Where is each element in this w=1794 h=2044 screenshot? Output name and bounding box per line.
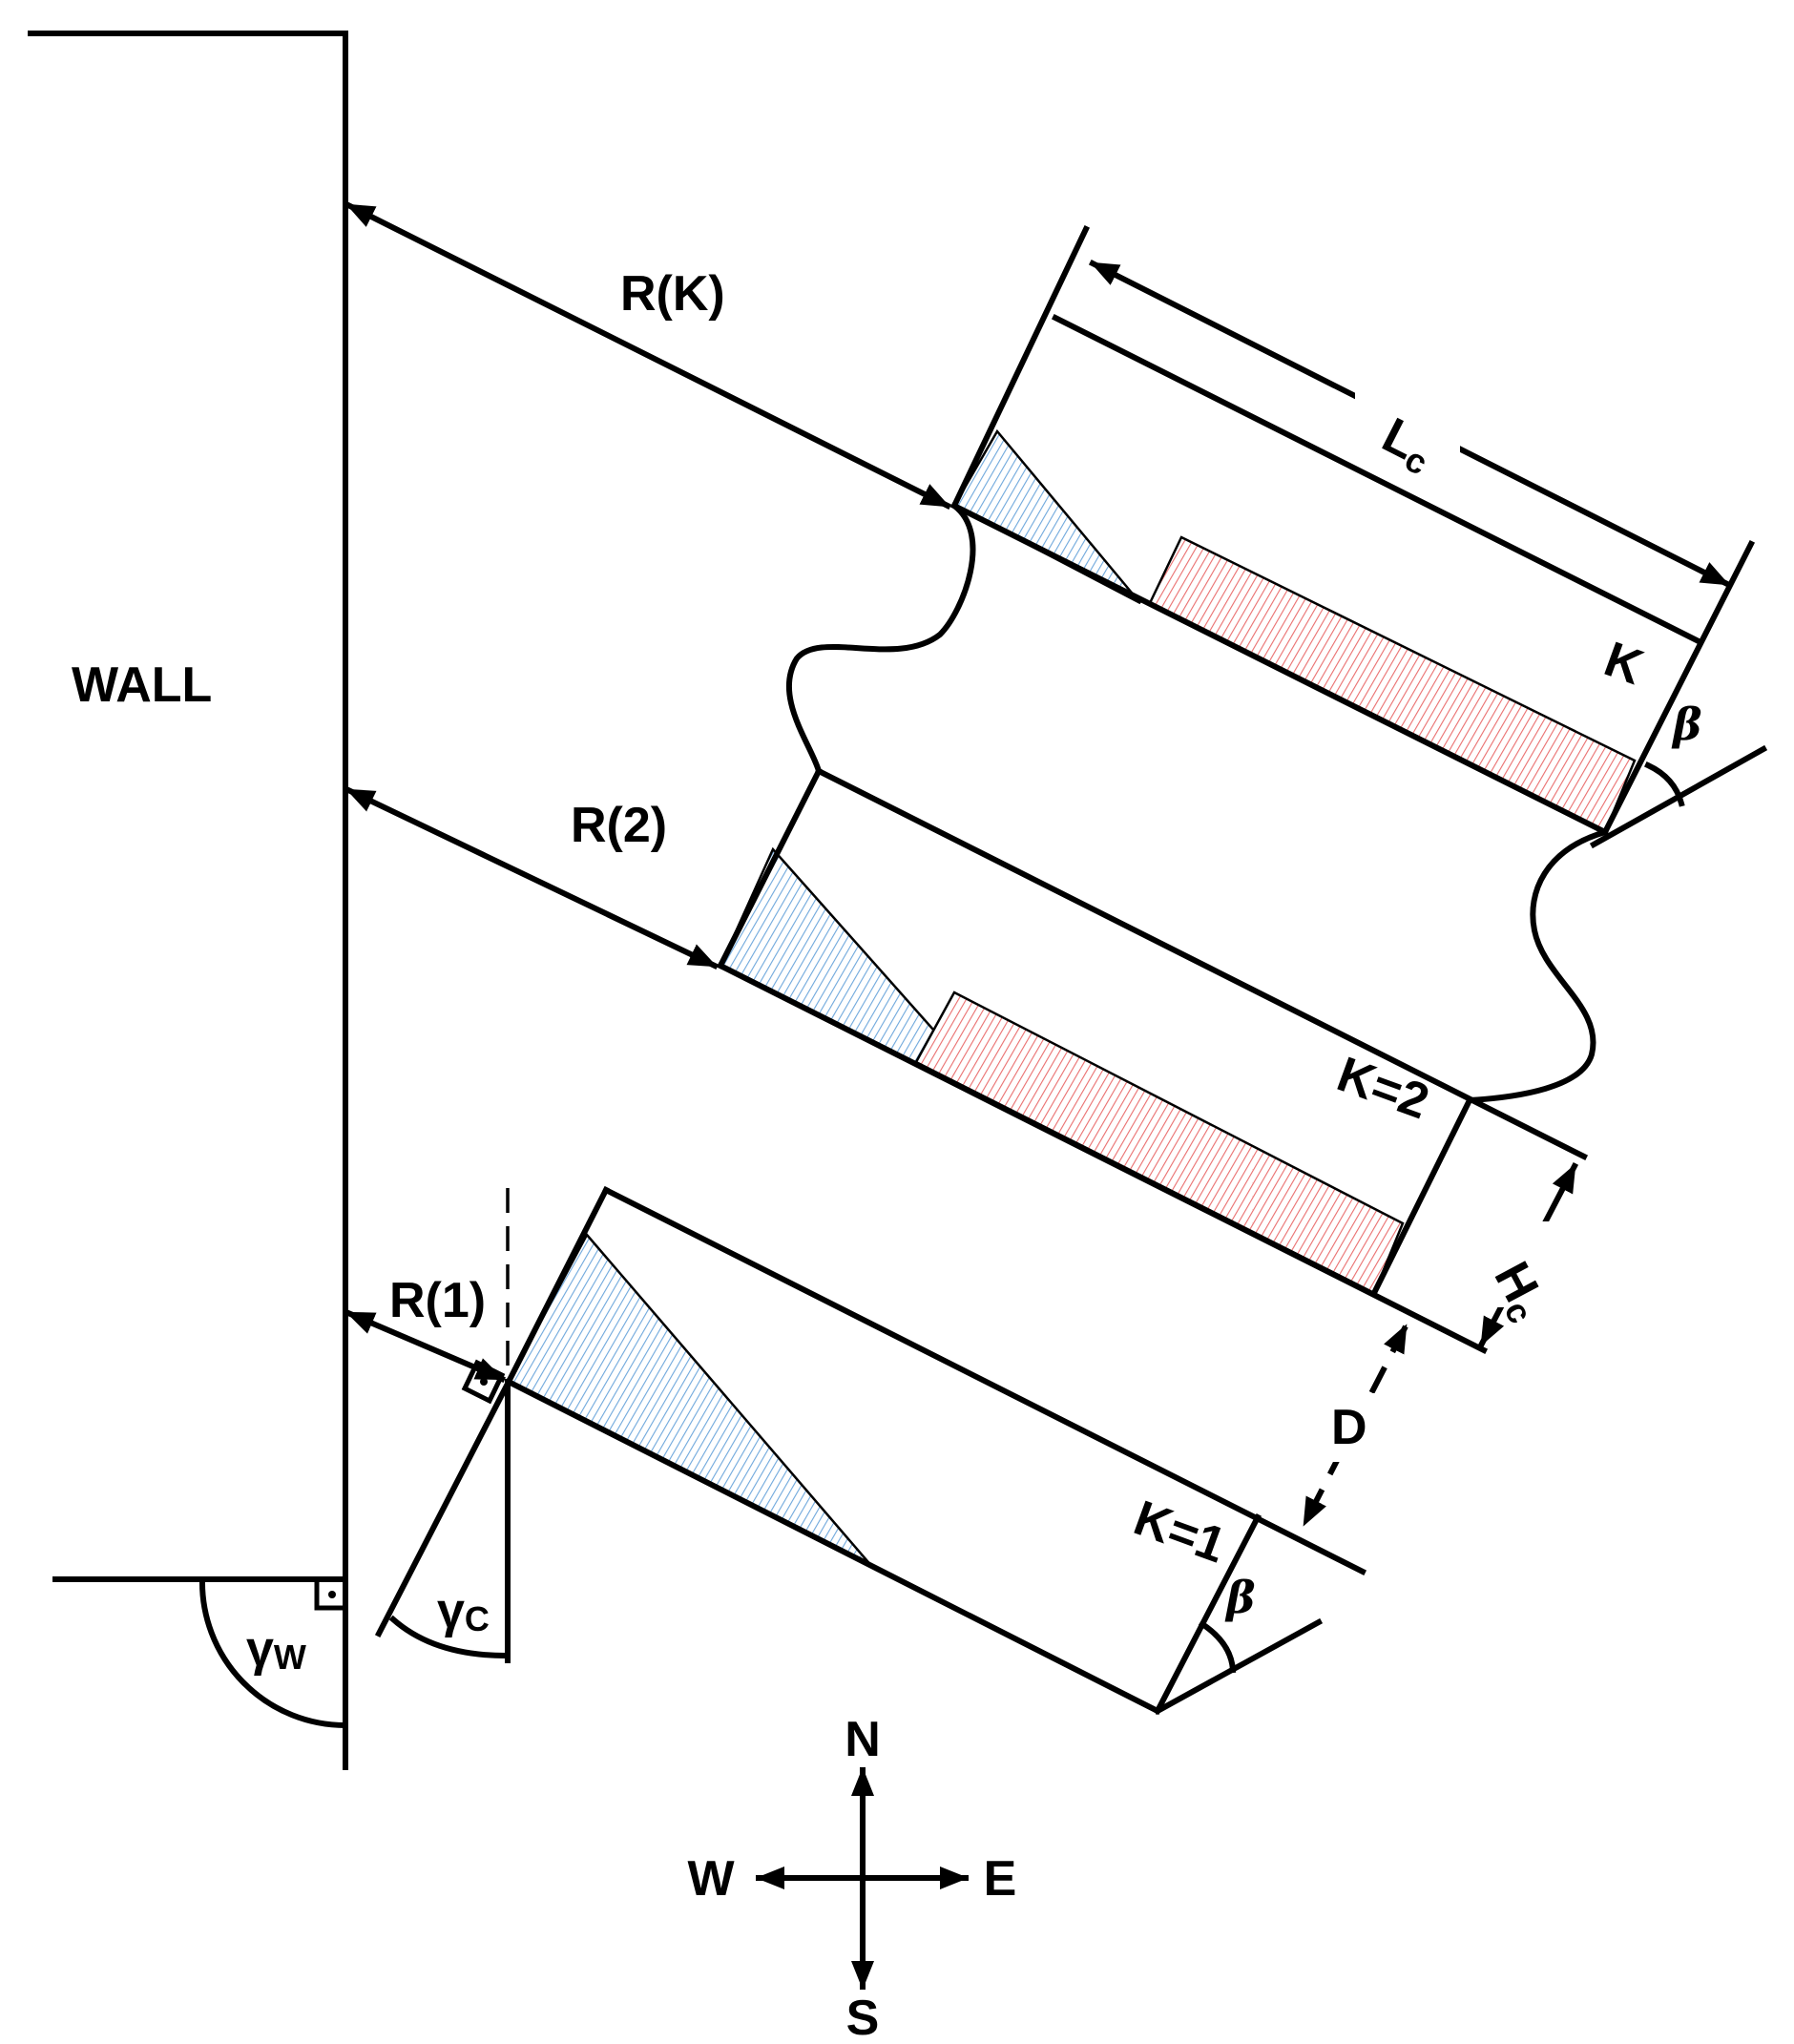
gamma-c-angle-arc [388,1615,510,1659]
car-k1-blue-region [507,1232,874,1570]
car-k-left-edge [950,225,1090,510]
car-k1 [374,1185,1367,1716]
compass-rose [756,1767,969,1990]
d-label-gap [1326,1393,1393,1462]
car-k2-red-region [914,991,1405,1295]
car-k-beta-arc [1644,761,1685,807]
gamma-c-sub: C [465,1599,490,1638]
compass-east-label: E [984,1851,1017,1907]
d-label: D [1331,1400,1367,1455]
wall-right-angle-mark [314,1576,348,1611]
gamma-w-label: γW [246,1621,306,1677]
wall-label: WALL [72,657,212,713]
l-c-label-gap [1355,386,1460,465]
car-k1-bottom-edge [504,1377,1162,1716]
car-k1-beta-ray [1153,1617,1324,1716]
break-line-left [785,501,976,775]
car-k1-beta-label: β [1224,1572,1256,1623]
car-k1-right-edge [1153,1512,1262,1716]
h-c-label-gap [1492,1221,1568,1307]
compass-north-label: N [845,1712,881,1767]
car-k-red-region [1148,535,1637,834]
car-k2-right-edge [1369,1095,1474,1298]
gamma-w-sub: W [274,1637,306,1677]
wall [28,31,349,1770]
car-k-beta-label: β [1671,699,1702,750]
r-1-dimension-arrow [344,1309,506,1383]
car-k [949,225,1768,849]
car-k1-left-edge [504,1185,611,1387]
car-k1-left-edge-extension [374,1377,513,1638]
car-k2-left-edge [716,766,824,970]
wall-right-angle-dot [328,1591,336,1598]
r-2-label: R(2) [571,798,667,853]
car-k2 [716,766,1589,1355]
gamma-w-angle-arc [198,1575,349,1729]
r-2-dimension-arrow [344,785,720,970]
car-k-right-edge [1600,539,1756,837]
r-1-label: R(1) [389,1273,486,1328]
car-k2-label: K=2 [1330,1047,1436,1131]
car-k1-label: K=1 [1127,1491,1233,1575]
gamma-c-label: γC [437,1583,490,1638]
r-k-dimension-arrow [344,200,952,511]
car-k-bottom-edge [949,501,1610,837]
car-k1-beta-arc [1198,1619,1237,1674]
r1-right-angle-dot [480,1378,488,1386]
compass-south-label: S [846,1991,880,2044]
compass-west-label: W [687,1851,735,1907]
gamma-w-main: γ [246,1621,274,1677]
break-line-right [1466,828,1609,1104]
gamma-c-main: γ [437,1583,465,1638]
car-k1-top-edge [601,1185,1367,1576]
car-k-top-edge [1051,313,1705,647]
car-k2-top-edge [814,766,1589,1161]
r-k-label: R(K) [620,266,725,322]
car-k-label: K [1597,632,1651,696]
car-k2-bottom-edge [716,961,1489,1355]
